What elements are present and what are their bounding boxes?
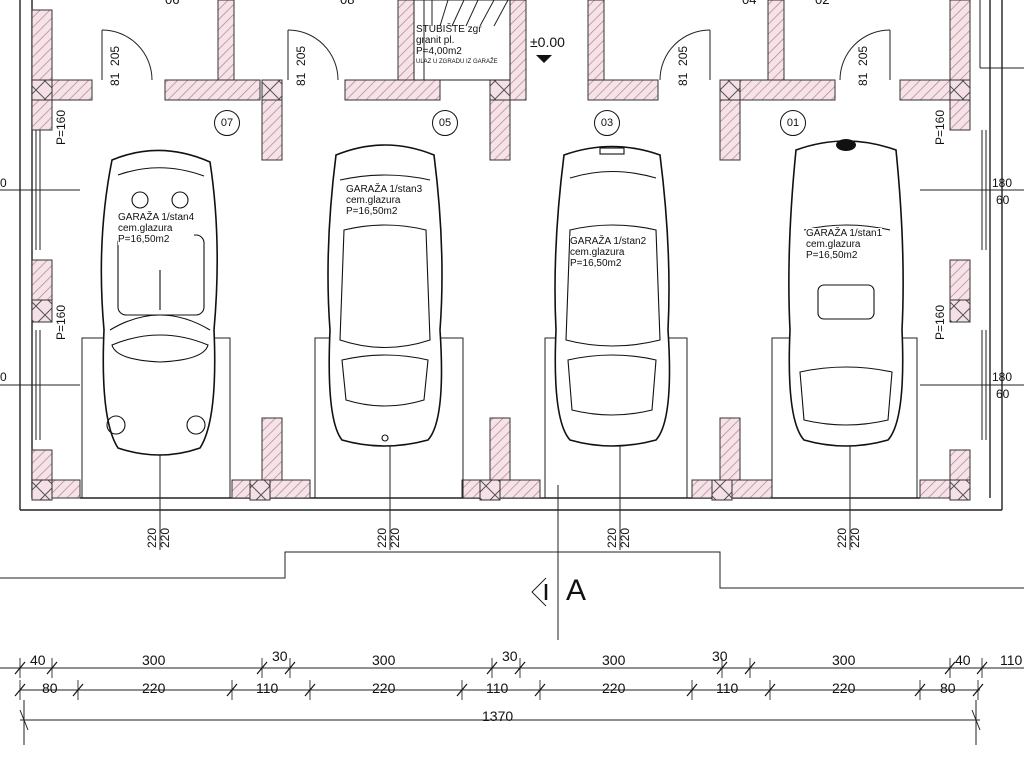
unit-circle-01: 01	[780, 110, 806, 136]
garage-1-floor: cem.glazura	[118, 223, 173, 234]
level-label: ±0.00	[530, 34, 565, 50]
bay-dim-1-b: 220	[158, 527, 172, 548]
left-dim-a: 0	[0, 176, 7, 190]
door-dim-3-a: 81	[676, 72, 690, 86]
door-dim-2: 81 205	[294, 46, 308, 86]
garage-label-2: GARAŽA 1/stan3 cem.glazura P=16,50m2	[346, 184, 423, 217]
bay-centerlines	[159, 440, 851, 640]
door-dim-1: 81 205	[108, 46, 122, 86]
section-label: A	[566, 574, 587, 607]
car-sedan-2	[554, 145, 671, 447]
right-dim-b1: 180	[992, 370, 1013, 384]
top-label-02: 02	[815, 0, 829, 7]
right-dim-b2: 60	[996, 387, 1010, 401]
dim-row1-4: 30	[502, 648, 518, 664]
garage-3-title: GARAŽA 1/stan2	[570, 236, 647, 247]
door-dim-4-a: 81	[856, 72, 870, 86]
garage-3-area: P=16,50m2	[570, 258, 622, 269]
dim-row1-9: 110	[1000, 652, 1023, 668]
garage-3-floor: cem.glazura	[570, 247, 625, 258]
garage-2-area: P=16,50m2	[346, 206, 398, 217]
door-dim-2-b: 205	[294, 45, 308, 66]
bay-dim-3-b: 220	[618, 527, 632, 548]
dim-row1-1: 300	[142, 652, 166, 668]
garage-4-area: P=16,50m2	[806, 250, 858, 261]
dim-row2-3: 220	[372, 680, 396, 696]
right-dim-a1: 180	[992, 176, 1013, 190]
garage-4-title: GARAŽA 1/stan1	[806, 228, 883, 239]
right-dim-a2: 60	[996, 193, 1010, 207]
door-dim-4: 81 205	[856, 46, 870, 86]
stair-line-1: STUBIŠTE zgr	[416, 24, 482, 35]
side-label-right-top: P=160	[933, 109, 947, 145]
garage-1-area: P=16,50m2	[118, 234, 170, 245]
bay-dim-2-b: 220	[388, 527, 402, 548]
garage-2-floor: cem.glazura	[346, 195, 401, 206]
garage-2-title: GARAŽA 1/stan3	[346, 184, 423, 195]
column-markers	[31, 79, 971, 501]
dimension-lines	[0, 658, 1024, 745]
unit-circle-05: 05	[432, 110, 458, 136]
dim-row1-3: 300	[372, 652, 396, 668]
dim-row1-5: 300	[602, 652, 626, 668]
top-label-06: 06	[165, 0, 179, 7]
dim-row1-6: 30	[712, 648, 728, 664]
door-dim-4-b: 205	[856, 45, 870, 66]
dim-row2-5: 220	[602, 680, 626, 696]
level-marker	[536, 55, 552, 63]
dim-row1-8: 40	[955, 652, 971, 668]
section-marker	[531, 577, 548, 607]
left-dim-b: 0	[0, 370, 7, 384]
stair-label: STUBIŠTE zgr granit pl. P=4,00m2 ULAZ U …	[416, 24, 498, 68]
door-dim-1-a: 81	[108, 72, 122, 86]
door-dim-3: 81 205	[676, 46, 690, 86]
top-label-08: 08	[340, 0, 354, 7]
hatched-walls-bottom	[31, 259, 971, 499]
dim-row2-0: 80	[42, 680, 58, 696]
dim-row2-2: 110	[256, 680, 279, 696]
stairs	[413, 0, 511, 81]
top-label-04: 04	[742, 0, 756, 7]
garage-1-title: GARAŽA 1/stan4	[118, 212, 195, 223]
car-sedan-3	[788, 139, 904, 447]
dim-row2-4: 110	[486, 680, 509, 696]
unit-circle-03: 03	[594, 110, 620, 136]
side-label-left-bottom: P=160	[54, 304, 68, 340]
garage-label-4: GARAŽA 1/stan1 cem.glazura P=16,50m2	[806, 228, 883, 261]
stair-line-3: P=4,00m2	[416, 46, 462, 57]
dim-row1-7: 300	[832, 652, 856, 668]
door-dim-3-b: 205	[676, 45, 690, 66]
stair-line-2: granit pl.	[416, 35, 455, 46]
doors	[101, 29, 891, 81]
bay-dim-4-b: 220	[848, 527, 862, 548]
dim-row1-0: 40	[30, 652, 46, 668]
stair-line-4: ULAZ U ZGRADU IZ GARAŽE	[416, 59, 498, 65]
garage-label-3: GARAŽA 1/stan2 cem.glazura P=16,50m2	[570, 236, 647, 269]
garage-4-floor: cem.glazura	[806, 239, 861, 250]
dim-row2-1: 220	[142, 680, 166, 696]
dim-row2-6: 110	[716, 680, 739, 696]
dim-row2-8: 80	[940, 680, 956, 696]
garage-label-1: GARAŽA 1/stan4 cem.glazura P=16,50m2	[118, 212, 195, 245]
side-label-right-bottom: P=160	[933, 304, 947, 340]
car-convertible	[100, 149, 218, 456]
dim-row1-2: 30	[272, 648, 288, 664]
door-dim-2-a: 81	[294, 72, 308, 86]
dim-row2-7: 220	[832, 680, 856, 696]
unit-circle-07: 07	[214, 110, 240, 136]
dim-total: 1370	[482, 708, 514, 724]
side-label-left-top: P=160	[54, 109, 68, 145]
door-dim-1-b: 205	[108, 45, 122, 66]
car-sedan-1	[327, 144, 443, 447]
